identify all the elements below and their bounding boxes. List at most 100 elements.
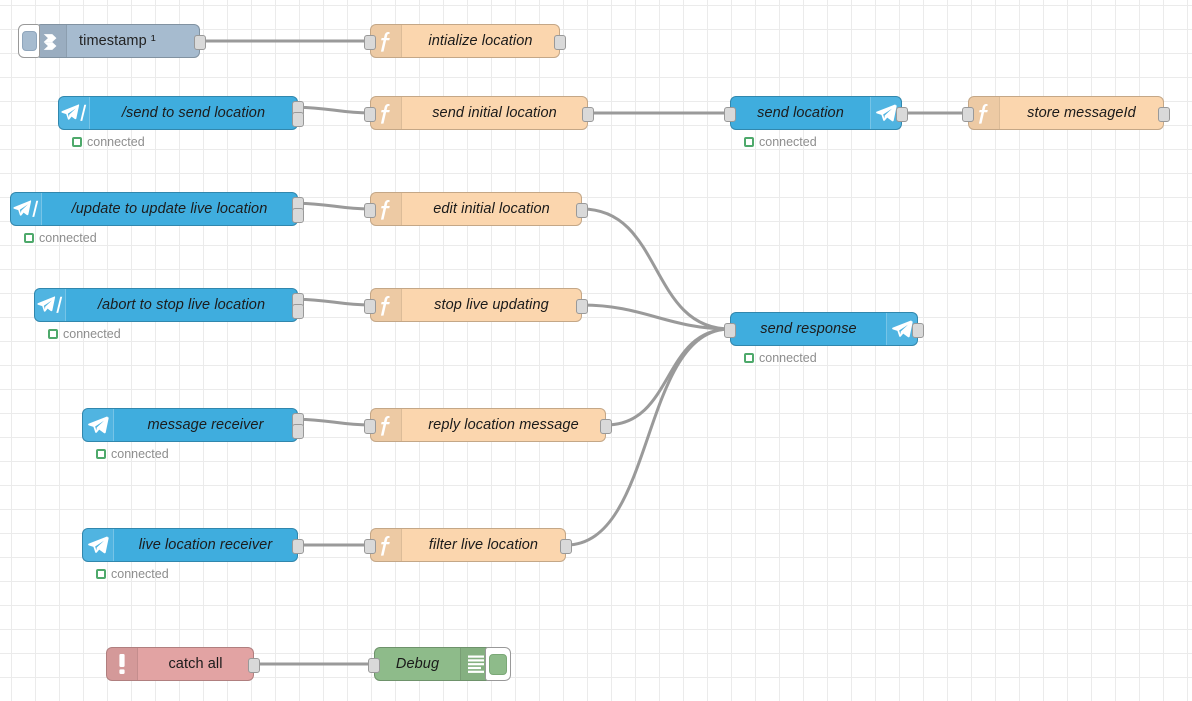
node-status-send-response: connected [744, 351, 817, 365]
input-port[interactable] [364, 106, 376, 122]
status-label: connected [111, 447, 169, 461]
status-indicator-icon [96, 449, 106, 459]
node-label: live location receiver [138, 537, 273, 553]
status-label: connected [39, 231, 97, 245]
status-indicator-icon [24, 233, 34, 243]
node-label: edit initial location [433, 201, 550, 217]
node-stop-live-updating[interactable]: stop live updating [364, 288, 588, 322]
node-status-abort-command: connected [48, 327, 121, 341]
input-port[interactable] [724, 106, 736, 122]
node-label: /update to update live location [71, 201, 268, 217]
input-port[interactable] [364, 298, 376, 314]
function-f-icon [371, 25, 402, 57]
wire-reply-location-message-to-send-response[interactable] [604, 327, 732, 427]
node-live-location-receiver[interactable]: live location receiver [82, 528, 304, 562]
node-status-send-command: connected [72, 135, 145, 149]
wire-edit-initial-location-to-send-response[interactable] [580, 207, 732, 331]
status-label: connected [111, 567, 169, 581]
input-port[interactable] [724, 322, 736, 338]
output-port-2[interactable] [292, 304, 304, 320]
input-port[interactable] [364, 34, 376, 50]
node-label: Debug [395, 656, 440, 672]
status-label: connected [759, 351, 817, 365]
output-port-1[interactable] [912, 322, 924, 338]
output-port-1[interactable] [560, 538, 572, 554]
inject-button-knob [21, 31, 37, 51]
node-label: intialize location [428, 33, 533, 49]
output-port-2[interactable] [292, 112, 304, 128]
wire-stop-live-updating-to-send-response[interactable] [580, 303, 732, 331]
node-label: /abort to stop live location [97, 297, 266, 313]
function-f-icon [969, 97, 1000, 129]
node-debug[interactable]: Debug [368, 647, 511, 681]
wire-abort-command-to-stop-live-updating[interactable] [296, 297, 372, 307]
function-f-icon [371, 289, 402, 321]
status-label: connected [87, 135, 145, 149]
telegram-command-icon [59, 97, 90, 129]
node-label: send response [760, 321, 857, 337]
status-indicator-icon [72, 137, 82, 147]
node-label: /send to send location [121, 105, 266, 121]
function-f-icon [371, 193, 402, 225]
wire-message-receiver-to-reply-location-message[interactable] [296, 417, 372, 427]
input-port[interactable] [368, 657, 380, 673]
output-port-2[interactable] [292, 208, 304, 224]
node-label: send initial location [432, 105, 557, 121]
wire-update-command-to-edit-initial-location[interactable] [296, 201, 372, 211]
input-port[interactable] [962, 106, 974, 122]
status-indicator-icon [744, 353, 754, 363]
output-port-1[interactable] [576, 202, 588, 218]
node-label: reply location message [428, 417, 579, 433]
debug-toggle-knob [489, 653, 507, 675]
node-status-live-location-receiver: connected [96, 567, 169, 581]
wire-send-command-to-send-initial-location[interactable] [296, 105, 372, 115]
output-port-1[interactable] [1158, 106, 1170, 122]
node-label: catch all [168, 656, 223, 672]
input-port[interactable] [364, 418, 376, 434]
input-port[interactable] [364, 202, 376, 218]
node-timestamp[interactable]: timestamp ¹ [18, 24, 206, 58]
input-port[interactable] [364, 538, 376, 554]
node-message-receiver[interactable]: message receiver [82, 408, 304, 442]
telegram-command-icon [35, 289, 66, 321]
node-store-messageid[interactable]: store messageId [962, 96, 1170, 130]
status-label: connected [759, 135, 817, 149]
node-label: filter live location [428, 537, 539, 553]
output-port-1[interactable] [248, 657, 260, 673]
function-f-icon [371, 529, 402, 561]
inject-trigger-button[interactable] [18, 24, 40, 58]
output-port-2[interactable] [292, 424, 304, 440]
node-label: store messageId [1027, 105, 1136, 121]
node-update-command[interactable]: /update to update live location [10, 192, 304, 226]
node-send-command[interactable]: /send to send location [58, 96, 304, 130]
node-edit-initial-location[interactable]: edit initial location [364, 192, 588, 226]
node-initialize-location[interactable]: intialize location [364, 24, 566, 58]
status-indicator-icon [96, 569, 106, 579]
node-filter-live-location[interactable]: filter live location [364, 528, 572, 562]
output-port-1[interactable] [600, 418, 612, 434]
node-send-location[interactable]: send location [724, 96, 908, 130]
output-port-1[interactable] [576, 298, 588, 314]
output-port-1[interactable] [194, 34, 206, 50]
node-reply-location-message[interactable]: reply location message [364, 408, 612, 442]
output-port-1[interactable] [292, 538, 304, 554]
node-label: stop live updating [434, 297, 549, 313]
function-f-icon [371, 409, 402, 441]
debug-enable-toggle[interactable] [485, 647, 511, 681]
output-port-1[interactable] [896, 106, 908, 122]
telegram-plane-icon [83, 409, 114, 441]
node-send-response[interactable]: send response [724, 312, 924, 346]
node-send-initial-location[interactable]: send initial location [364, 96, 594, 130]
telegram-plane-icon [886, 313, 917, 345]
node-label: timestamp ¹ [79, 33, 156, 49]
node-status-send-location: connected [744, 135, 817, 149]
output-port-1[interactable] [554, 34, 566, 50]
output-port-1[interactable] [582, 106, 594, 122]
status-indicator-icon [48, 329, 58, 339]
node-abort-command[interactable]: /abort to stop live location [34, 288, 304, 322]
node-catch-all[interactable]: catch all [106, 647, 260, 681]
telegram-plane-icon [83, 529, 114, 561]
node-label: message receiver [147, 417, 264, 433]
telegram-plane-icon [870, 97, 901, 129]
